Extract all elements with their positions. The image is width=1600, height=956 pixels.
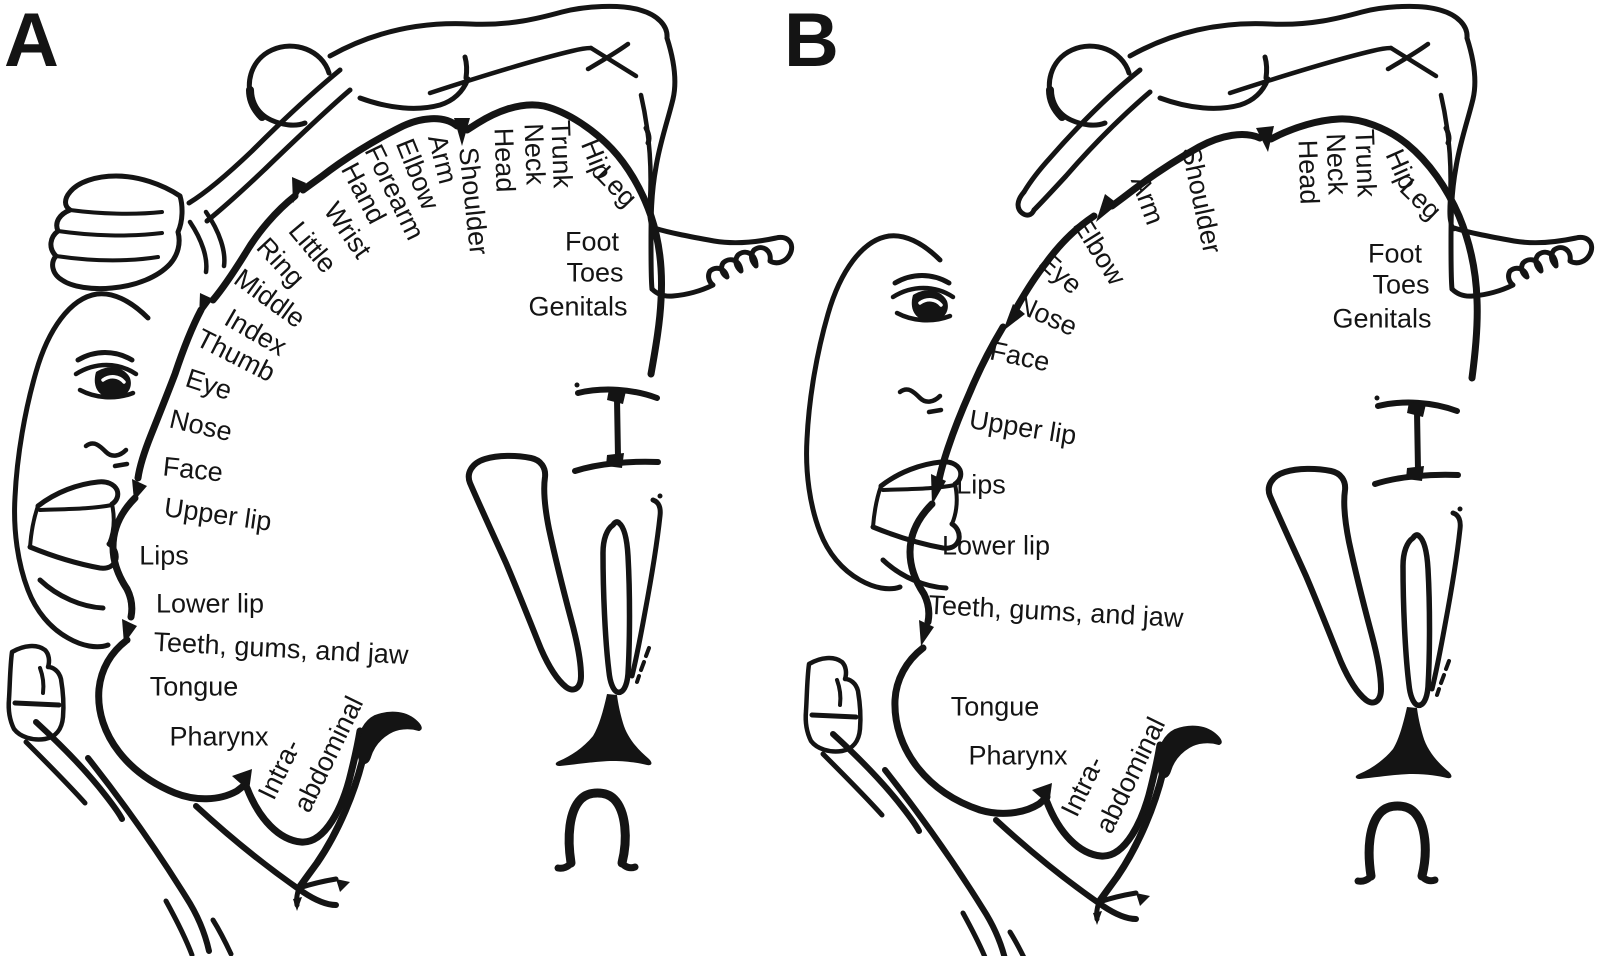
region-label-tongue: Tongue: [150, 671, 239, 701]
panel-b-labels: HeadNeckTrunkHipLegFootToesGenitalsShoul…: [928, 129, 1448, 838]
region-label-trunk: Trunk: [545, 120, 577, 190]
cortex-b-arm-segment: [1108, 131, 1264, 210]
region-label-nose: Nose: [1012, 289, 1082, 342]
region-label-toes: Toes: [566, 257, 623, 287]
nose-squiggle-a: [86, 444, 127, 466]
region-label-foot: Foot: [1368, 238, 1423, 268]
region-label-lips: Lips: [139, 540, 189, 570]
cortex-a-tongue-lobe: [95, 636, 250, 803]
region-label-upper-lip: Upper lip: [967, 404, 1078, 451]
cortex-a-lips-segment: [109, 494, 139, 621]
cortex-a-finger-segment: [209, 192, 299, 304]
cortex-a-teeth-notch: [122, 619, 137, 644]
finger-gap-1: [68, 208, 164, 216]
arm-with-fist-a: [48, 67, 353, 292]
cortex-a-hand-notch: [292, 177, 306, 203]
organ-sketch-a: [469, 383, 663, 869]
wrist-crease-2: [203, 209, 227, 269]
panel-a-labels: HeadNeckTrunkHipLegFootToesGenitalsShoul…: [139, 120, 643, 817]
region-label-head: Head: [1292, 139, 1324, 205]
panel-a: A: [4, 0, 792, 955]
region-label-pharynx: Pharynx: [169, 721, 269, 751]
region-label-genitals: Genitals: [528, 291, 627, 321]
cortex-a-arm-segment: [299, 115, 461, 194]
region-label-tongue: Tongue: [951, 691, 1040, 721]
region-label-lower-lip: Lower lip: [156, 588, 264, 618]
region-label-eye: Eye: [182, 363, 236, 406]
region-label-face: Face: [162, 451, 225, 487]
cortex-b-lips-segment: [906, 500, 936, 626]
region-label-lips: Lips: [956, 469, 1006, 499]
stump-upper-edge: [1021, 67, 1143, 195]
panel-a-letter: A: [4, 0, 59, 83]
cortex-b-central-notch: [1256, 126, 1274, 152]
region-label-upper-lip: Upper lip: [162, 492, 273, 537]
stump-lower-edge: [1031, 89, 1153, 213]
cortex-b-teeth-notch: [919, 620, 934, 646]
eye-sketch-b: [893, 276, 953, 322]
cortex-b-eye-segment: [1013, 212, 1098, 311]
region-label-genitals: Genitals: [1332, 303, 1431, 333]
mouth-sketch-a: [30, 482, 118, 608]
region-label-arm: Arm: [1125, 172, 1170, 229]
region-label-trunk: Trunk: [1349, 129, 1381, 199]
cortex-b-lips-notch: [931, 474, 946, 505]
wrist-crease-1: [187, 219, 209, 275]
finger-gap-3: [54, 254, 160, 263]
cortex-a-right-side: [463, 101, 665, 378]
cortex-a-central-notch: [454, 118, 470, 146]
stump-rounded-tip: [1015, 189, 1037, 218]
eye-sketch-a: [76, 353, 136, 399]
arm-lower-edge: [204, 87, 353, 224]
cortex-a-thumb-notch: [199, 293, 213, 318]
cortex-b-elbow-notch: [1096, 194, 1118, 222]
region-label-eye: Eye: [1033, 247, 1088, 300]
region-label-shoulder: Shoulder: [1176, 144, 1228, 256]
region-label-teeth-gums-and-jaw: Teeth, gums, and jaw: [153, 627, 410, 670]
organ-sketch-b: [1269, 396, 1463, 882]
region-label-toes: Toes: [1372, 269, 1429, 299]
cortex-b-tongue-lobe: [891, 644, 1051, 817]
region-label-lower-lip: Lower lip: [942, 530, 1050, 560]
arm-upper-edge: [186, 67, 343, 206]
region-label-nose: Nose: [167, 404, 235, 447]
arm-stump-b: [1015, 67, 1153, 218]
panel-b-letter: B: [784, 0, 839, 83]
region-label-neck: Neck: [518, 123, 550, 186]
cortex-a-face-notch: [132, 479, 147, 501]
cortex-outline-a: [95, 101, 665, 803]
region-label-teeth-gums-and-jaw: Teeth, gums, and jaw: [928, 590, 1185, 633]
region-label-head: Head: [488, 127, 520, 193]
region-label-pharynx: Pharynx: [968, 740, 1068, 770]
region-label-face: Face: [987, 336, 1052, 378]
finger-gap-2: [56, 229, 164, 238]
cortex-b-nose-notch: [1003, 304, 1025, 331]
cortex-b-right-side: [1267, 115, 1481, 382]
cortex-a-face-segment: [134, 306, 205, 482]
region-label-foot: Foot: [565, 226, 620, 256]
nose-squiggle-b: [900, 390, 941, 412]
region-label-neck: Neck: [1320, 133, 1352, 196]
